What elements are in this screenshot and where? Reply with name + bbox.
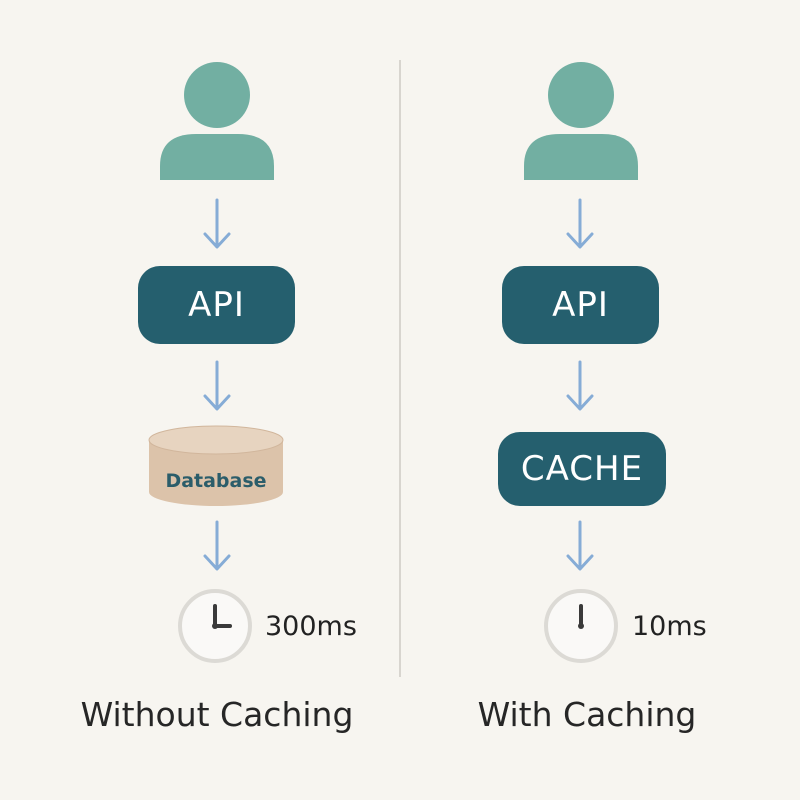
- right-user-icon: [524, 62, 638, 180]
- database-icon: Database: [148, 425, 284, 506]
- left-arrow-down-icon-2: [203, 360, 231, 411]
- left-clock-icon: [178, 589, 252, 663]
- left-api-box: API: [138, 266, 295, 344]
- database-label: Database: [165, 470, 266, 492]
- right-arrow-down-icon-2: [566, 360, 594, 411]
- right-clock-icon: [544, 589, 618, 663]
- left-arrow-down-icon-1: [203, 198, 231, 249]
- left-caption: Without Caching: [80, 695, 354, 734]
- column-divider: [399, 60, 401, 677]
- right-arrow-down-icon-1: [566, 198, 594, 249]
- cache-label: CACHE: [520, 449, 644, 489]
- right-api-label: API: [552, 285, 609, 325]
- right-arrow-down-icon-3: [566, 520, 594, 571]
- right-latency-label: 10ms: [632, 611, 707, 642]
- left-arrow-down-icon-3: [203, 520, 231, 571]
- left-api-label: API: [188, 285, 245, 325]
- right-caption: With Caching: [477, 695, 697, 734]
- left-latency-label: 300ms: [265, 611, 357, 642]
- right-api-box: API: [502, 266, 659, 344]
- cache-box: CACHE: [498, 432, 666, 506]
- left-user-icon: [160, 62, 274, 180]
